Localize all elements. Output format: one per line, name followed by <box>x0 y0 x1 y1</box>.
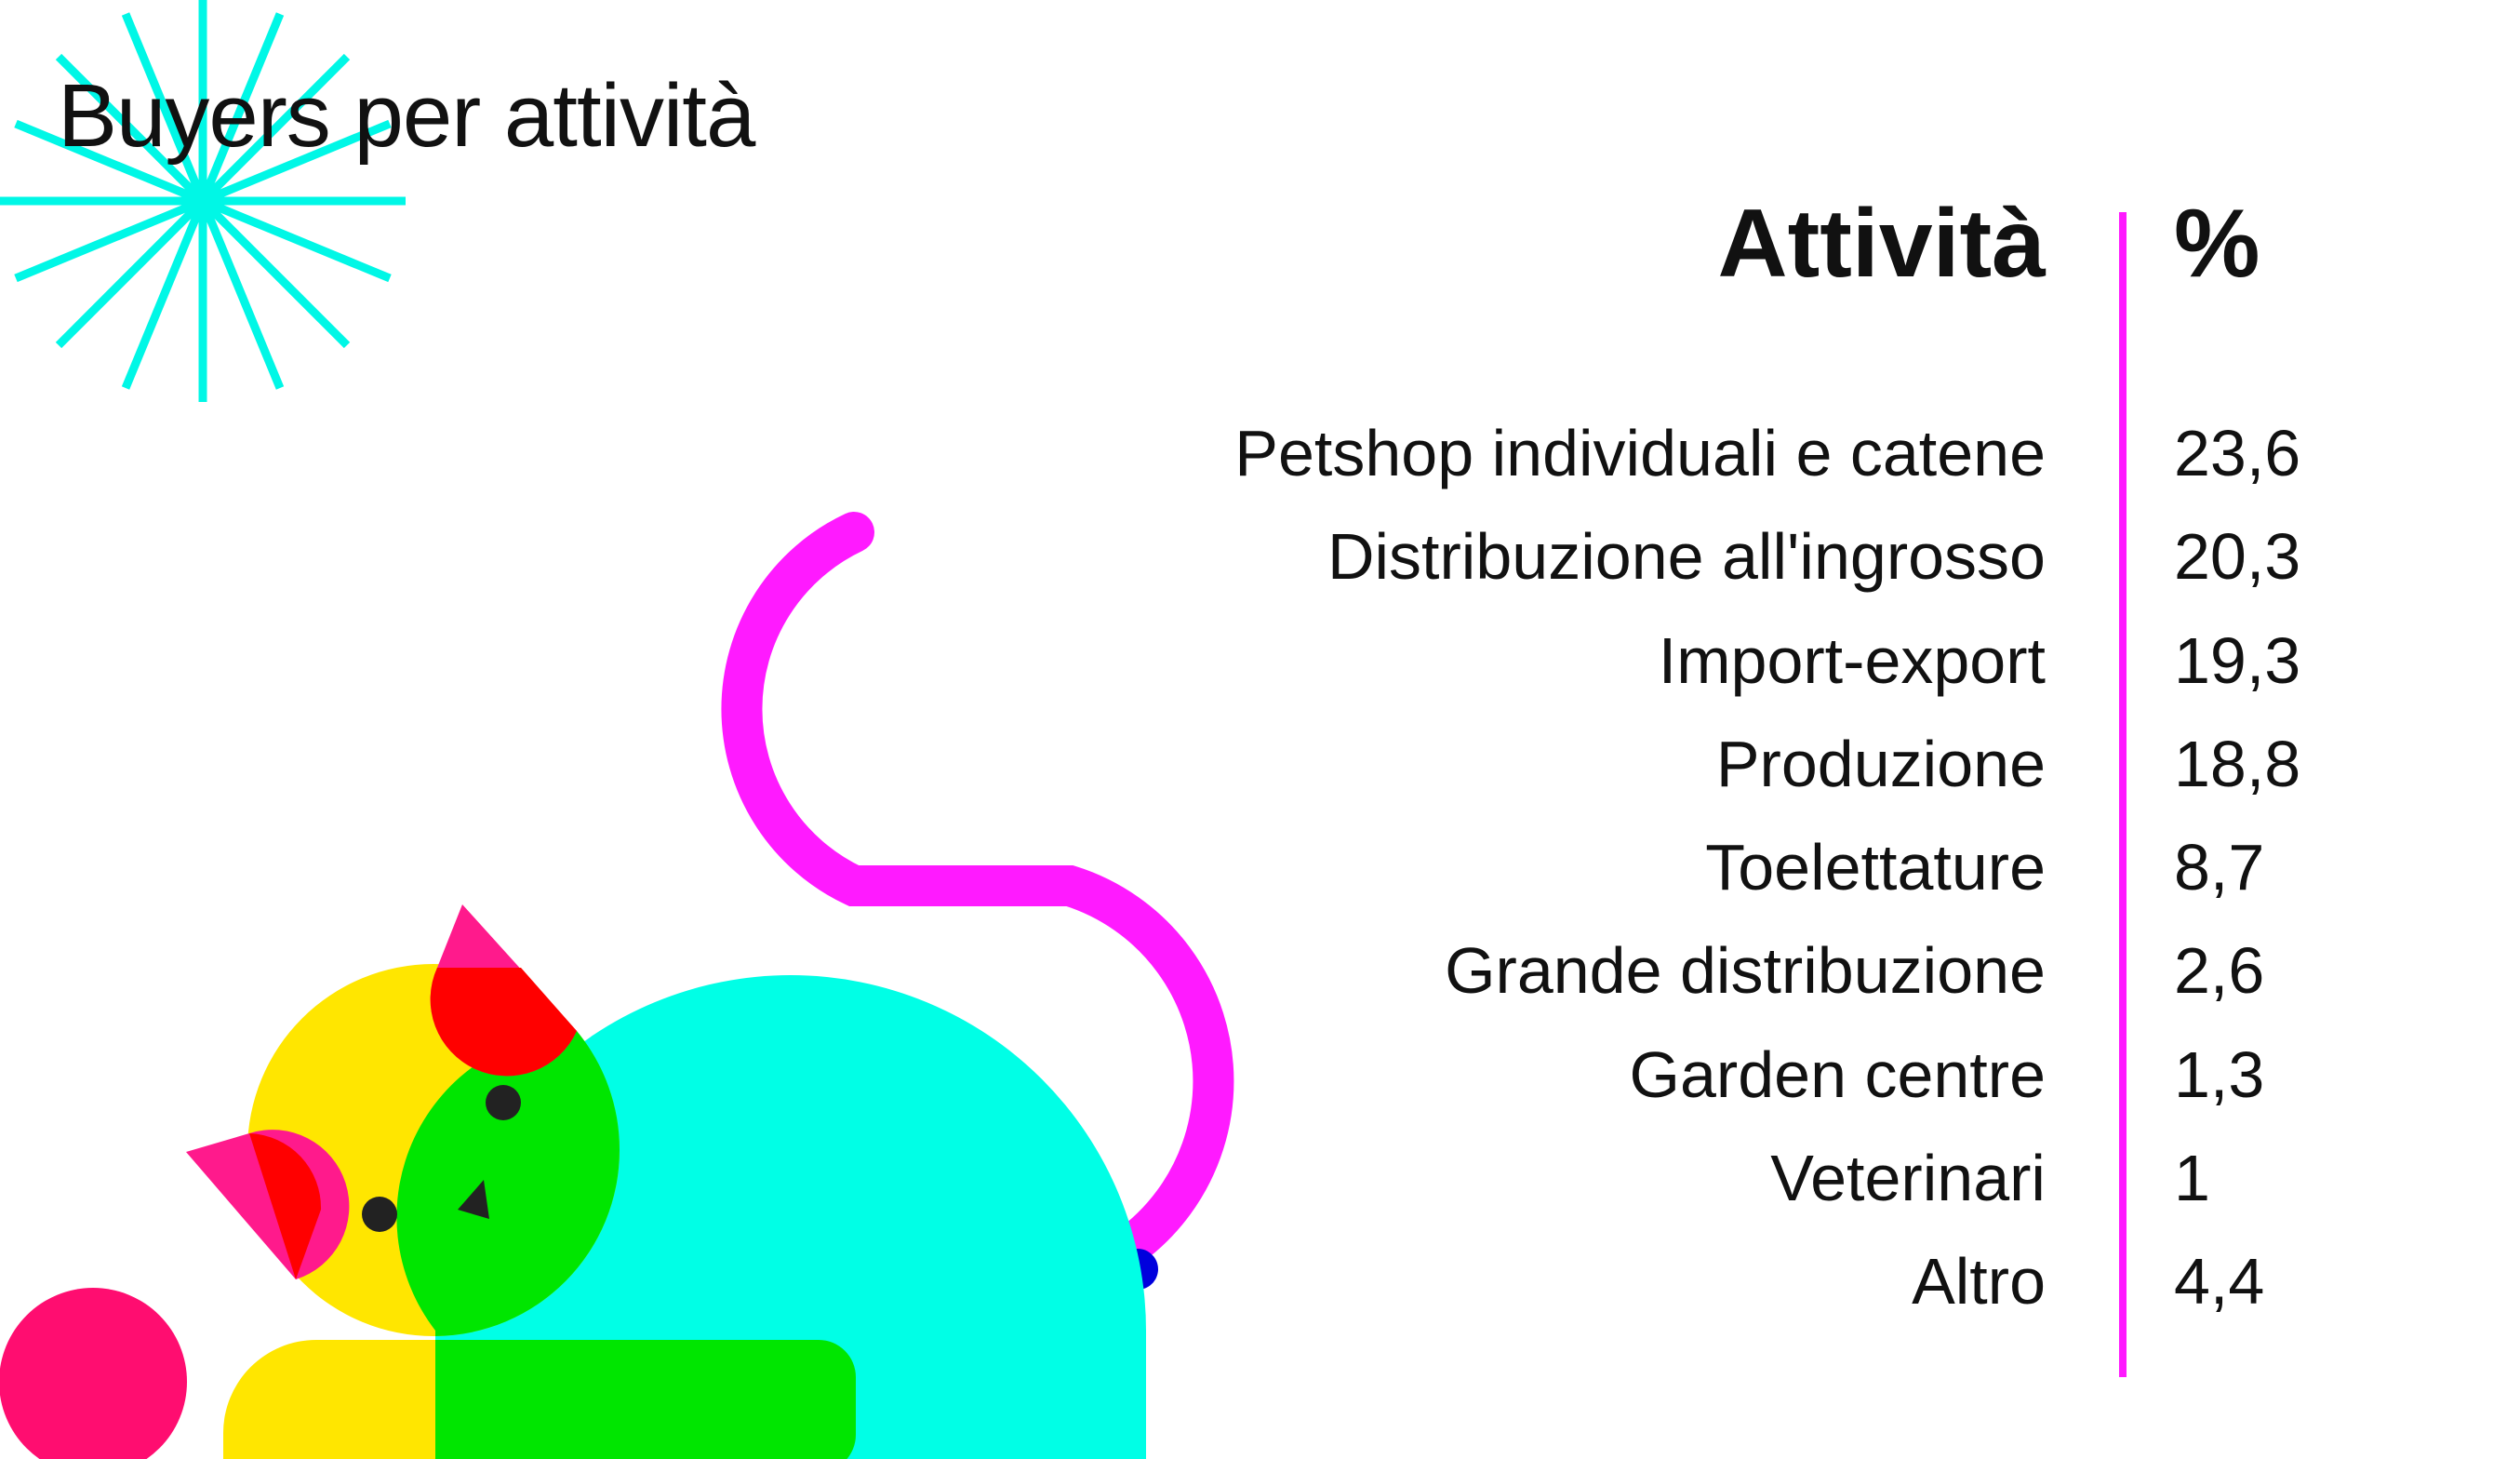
row-value: 2,6 <box>2174 934 2265 1008</box>
row-label: Petshop individuali e catene <box>1234 417 2046 489</box>
row-label: Import-export <box>1658 623 2046 697</box>
table-row: Toelettature 8,7 <box>1023 832 2419 935</box>
table-row: Petshop individuali e catene 23,6 <box>1023 418 2419 521</box>
page-title: Buyers per attività <box>58 66 755 166</box>
table-row: Garden centre 1,3 <box>1023 1037 2419 1143</box>
column-header-percent: % <box>2174 190 2260 298</box>
table-row: Altro 4,4 <box>1023 1246 2419 1349</box>
row-label: Grande distribuzione <box>1445 934 2046 1008</box>
row-label: Produzione <box>1715 727 2046 800</box>
column-divider <box>2119 212 2127 1377</box>
row-value: 4,4 <box>2174 1245 2265 1318</box>
row-value: 20,3 <box>2174 520 2301 594</box>
row-value: 23,6 <box>2174 417 2301 489</box>
column-header-attivita: Attività <box>1717 190 2046 298</box>
table-row: Distribuzione all'ingrosso 20,3 <box>1023 521 2419 624</box>
row-value: 1,3 <box>2174 1037 2265 1111</box>
row-label: Altro <box>1912 1245 2046 1318</box>
ball-icon <box>0 1288 187 1459</box>
row-value: 18,8 <box>2174 727 2301 800</box>
row-value: 1 <box>2174 1142 2210 1215</box>
row-label: Distribuzione all'ingrosso <box>1327 520 2046 594</box>
table-row: Veterinari 1 <box>1023 1143 2419 1246</box>
starburst-icon <box>0 0 406 402</box>
row-label: Garden centre <box>1629 1037 2046 1111</box>
table-row: Grande distribuzione 2,6 <box>1023 935 2419 1038</box>
row-value: 8,7 <box>2174 831 2265 904</box>
row-value: 19,3 <box>2174 623 2301 697</box>
cat-illustration <box>186 904 1146 1459</box>
row-label: Veterinari <box>1770 1142 2046 1215</box>
row-label: Toelettature <box>1705 831 2046 904</box>
table-row: Produzione 18,8 <box>1023 727 2419 832</box>
table-row: Import-export 19,3 <box>1023 623 2419 729</box>
